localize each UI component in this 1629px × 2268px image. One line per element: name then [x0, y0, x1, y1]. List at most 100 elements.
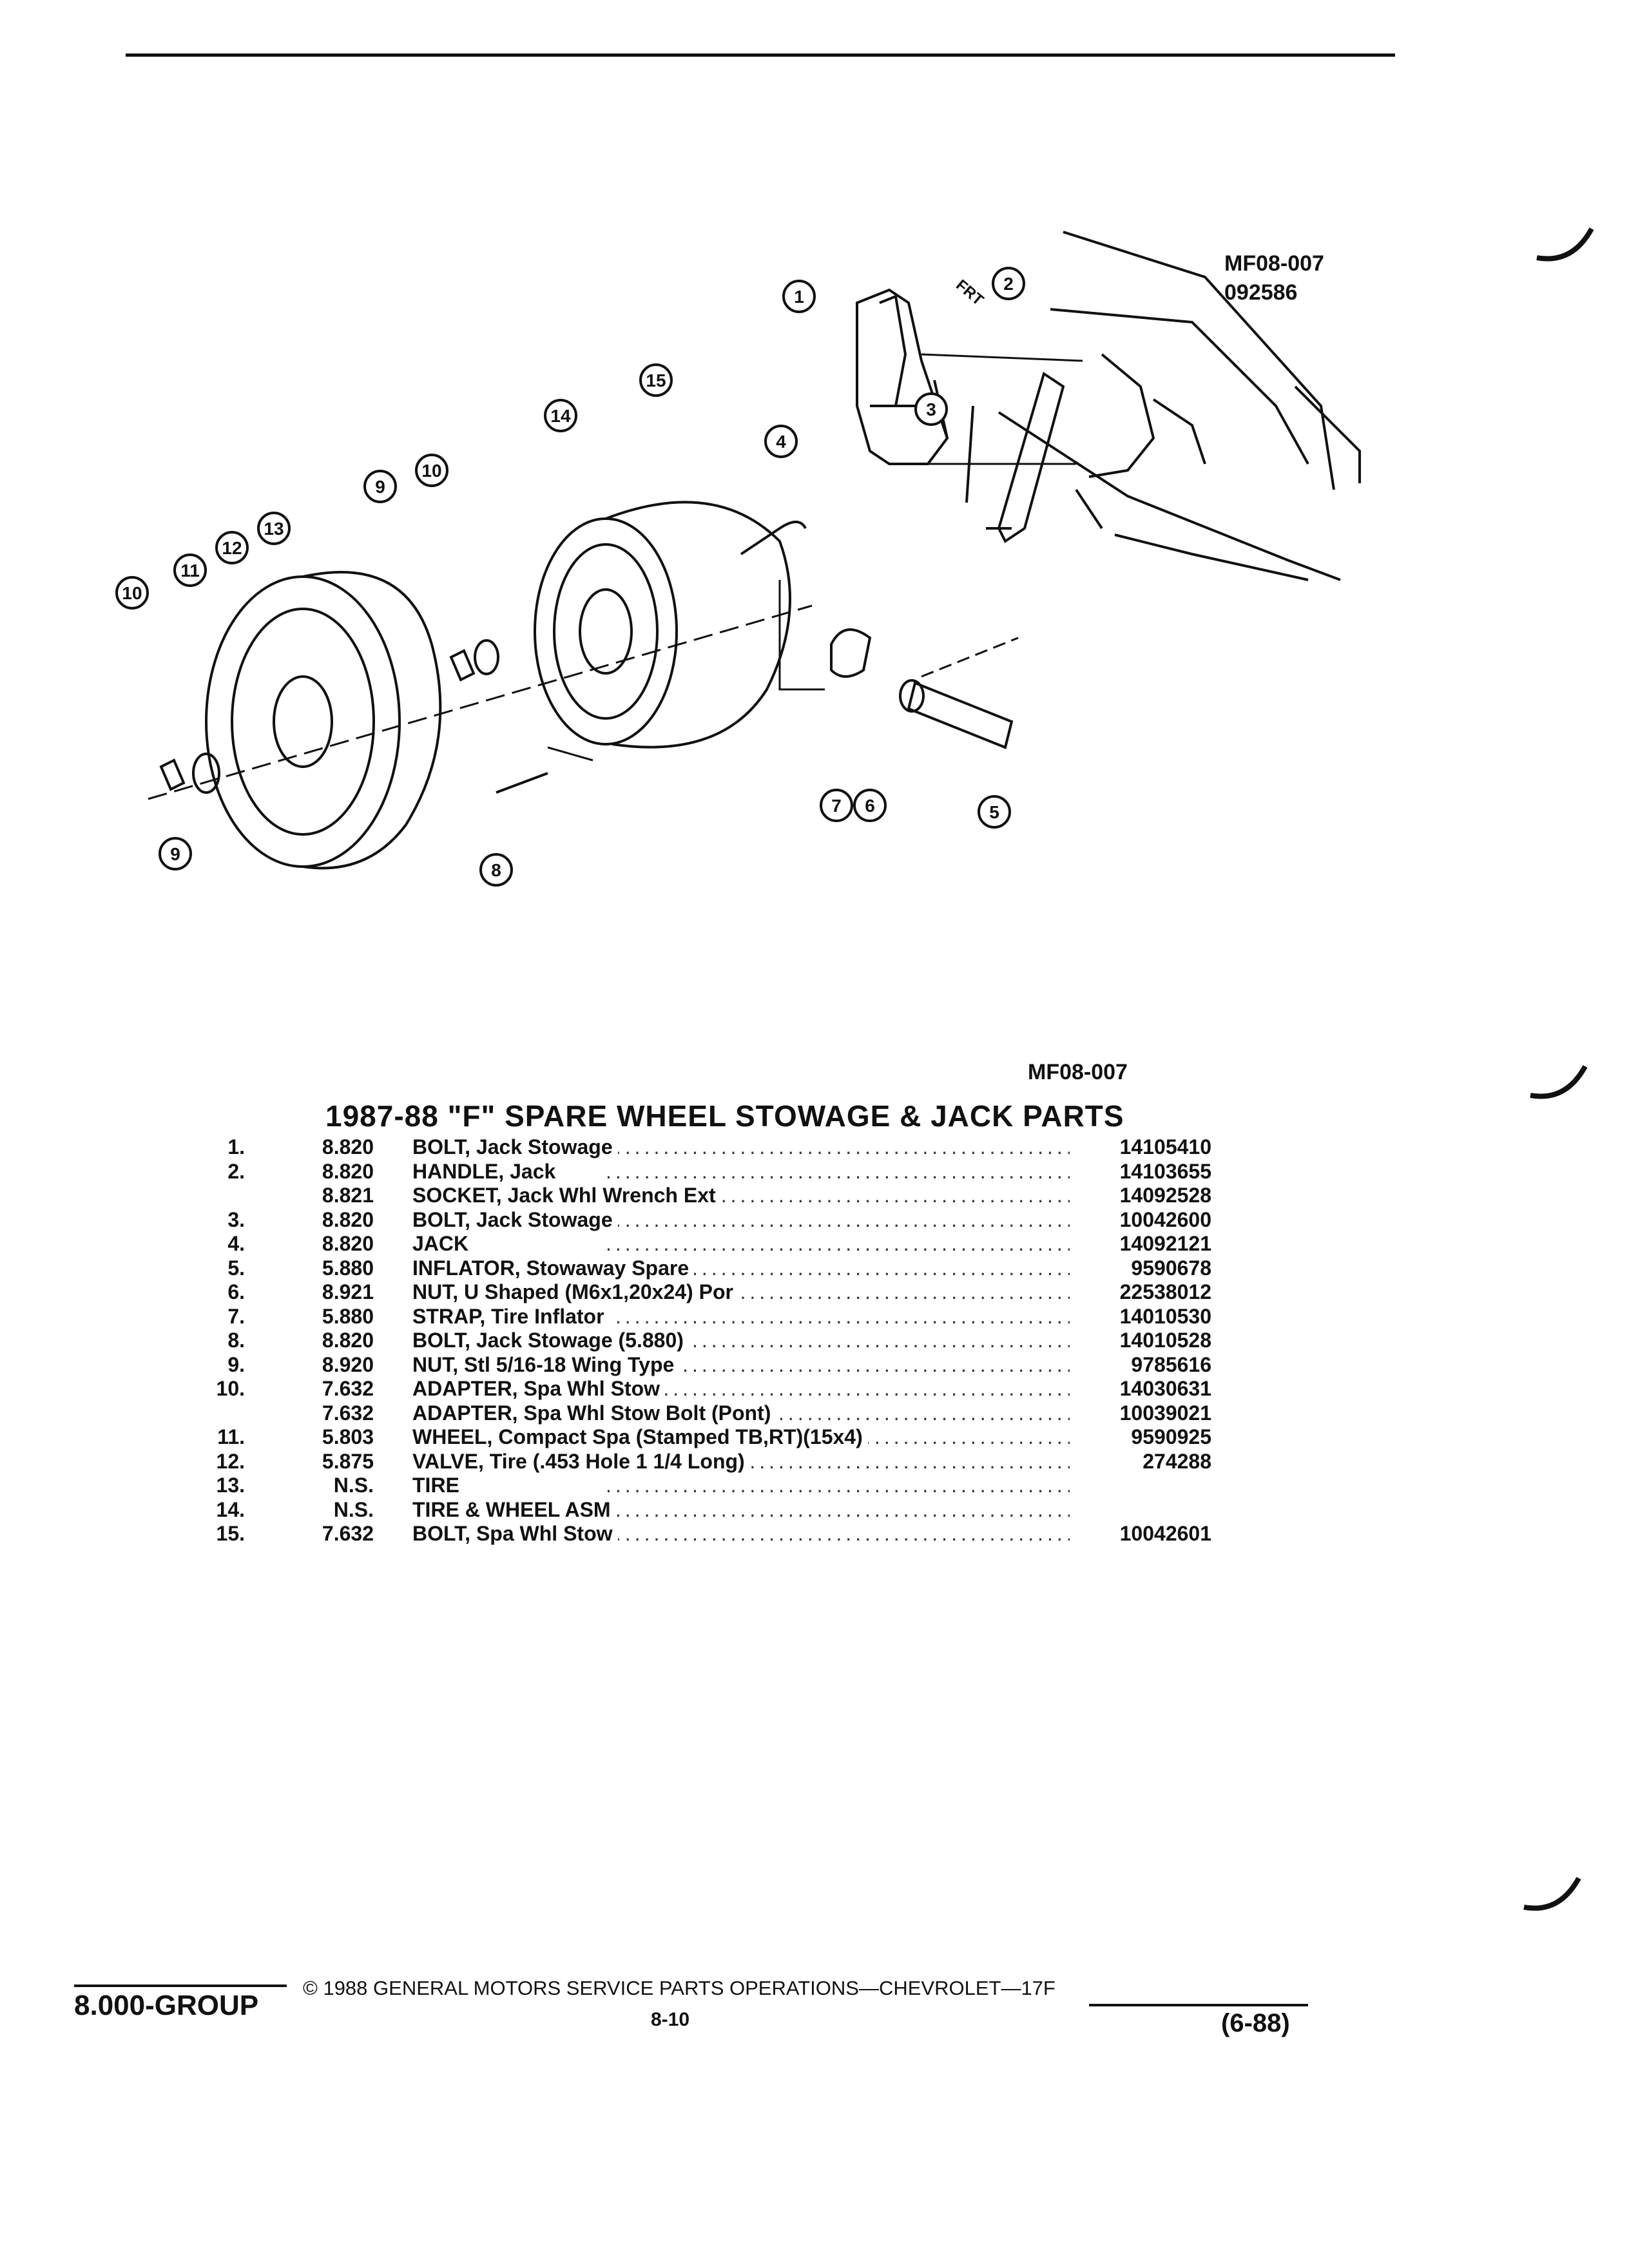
wing-nut-9-lower [159, 758, 186, 791]
part-description: TIRE & WHEEL ASM [412, 1497, 616, 1522]
bolt-8-illustration [496, 772, 548, 794]
callout-8 [479, 853, 513, 887]
binder-hole-mark [1530, 1065, 1588, 1099]
item-number: 8. [227, 1329, 245, 1352]
group-number: 8.820 [322, 1207, 374, 1231]
group-number: N.S. [333, 1474, 374, 1497]
front-direction-label: FRT [952, 276, 987, 309]
parts-table-row: 2.8.820.................................… [193, 1159, 1211, 1184]
parts-table-row: 3. 8.820.................................… [193, 1207, 1211, 1232]
leader-dots: ........................................… [606, 1207, 1070, 1231]
footer-rule-left [74, 1984, 287, 1987]
parts-table-row: 9.8.920.................................… [193, 1352, 1211, 1377]
group-number: N.S. [333, 1497, 374, 1521]
item-number: 12. [216, 1449, 245, 1473]
adapter-10-lower [192, 753, 220, 794]
leader-dots: ........................................… [606, 1159, 1070, 1183]
part-description: NUT, U Shaped (M6x1,20x24) Por [412, 1280, 738, 1305]
group-number: 8.921 [322, 1280, 374, 1303]
group-number: 5.880 [322, 1256, 374, 1280]
part-number: 14092121 [1119, 1232, 1211, 1255]
footer-revision-date: (6-88) [1221, 2009, 1290, 2037]
callout-label: 8 [491, 860, 501, 880]
strap-illustration [830, 628, 872, 678]
callout-9 [363, 470, 397, 503]
parts-table-row: 14.N.S..................................… [193, 1497, 1211, 1522]
item-number: 1. [227, 1135, 245, 1158]
callout-label: 2 [1003, 274, 1014, 294]
top-rule [126, 53, 1395, 57]
item-number: 5. [227, 1256, 245, 1280]
wing-nut-9-upper [449, 649, 476, 682]
group-number: 8.821 [322, 1184, 374, 1207]
exploded-parts-diagram: 1 2 3 4 5 6 7 8 9 10 11 12 13 14 15 9 10… [115, 231, 1361, 887]
leader-dots: ........................................… [606, 1497, 1070, 1521]
callout-11 [173, 553, 207, 587]
footer-copyright: © 1988 GENERAL MOTORS SERVICE PARTS OPER… [303, 1977, 1055, 1999]
callout-9b [159, 837, 192, 870]
callout-label: 1 [794, 287, 804, 307]
table-code: MF08-007 [1028, 1060, 1128, 1084]
group-number: 8.820 [322, 1329, 374, 1352]
leader-dots: ........................................… [606, 1522, 1070, 1545]
item-number: 9. [227, 1352, 245, 1376]
group-number: 7.632 [322, 1522, 374, 1545]
group-number: 8.820 [322, 1135, 374, 1158]
group-number: 8.820 [322, 1159, 374, 1183]
leader-dots: ........................................… [606, 1135, 1070, 1158]
parts-table-row: 7.632...................................… [193, 1401, 1211, 1425]
callout-label: 11 [180, 561, 200, 581]
parts-table-row: 7.5.880.................................… [193, 1304, 1211, 1329]
parts-table-row: 5.5.880.................................… [193, 1256, 1211, 1280]
callout-7 [820, 789, 853, 822]
leader-dots: ........................................… [606, 1304, 1070, 1328]
parts-table-row: 8.821...................................… [193, 1184, 1211, 1208]
part-description: HANDLE, Jack [412, 1159, 561, 1184]
parts-table-row: 10.7.632................................… [193, 1377, 1211, 1401]
callout-label: 10 [421, 461, 441, 481]
callout-label: 10 [122, 583, 142, 603]
part-description: JACK [412, 1232, 474, 1256]
diagram-date-code: 092586 [1224, 280, 1298, 305]
group-number: 7.632 [322, 1377, 374, 1400]
callout-13 [257, 512, 291, 545]
callout-label: 3 [926, 399, 936, 419]
callout-label: 6 [865, 796, 875, 816]
part-description: WHEEL, Compact Spa (Stamped TB,RT)(15x4) [412, 1425, 868, 1450]
part-description: BOLT, Jack Stowage [412, 1207, 618, 1232]
callout-label: 13 [264, 519, 284, 539]
parts-table-row: 4.8.820.................................… [193, 1232, 1211, 1256]
table-title: 1987-88 "F" SPARE WHEEL STOWAGE & JACK P… [325, 1099, 1124, 1133]
callout-4 [764, 425, 798, 458]
callout-label: 12 [222, 538, 242, 558]
compact-spare-wheel-illustration [205, 571, 442, 870]
callout-15 [639, 363, 673, 397]
callout-1 [782, 280, 816, 313]
group-number: 5.875 [322, 1449, 374, 1473]
callout-label: 15 [646, 370, 666, 390]
part-number: 22538012 [1119, 1280, 1211, 1303]
inflator-illustration [899, 679, 1014, 749]
part-description: BOLT, Jack Stowage [412, 1135, 618, 1160]
parts-table-row: 6.8.921.................................… [193, 1280, 1211, 1305]
part-description: VALVE, Tire (.453 Hole 1 1/4 Long) [412, 1449, 750, 1474]
callout-6 [853, 789, 887, 822]
item-number: 3. [227, 1207, 245, 1231]
part-number: 9590925 [1131, 1425, 1211, 1448]
footer-page-number: 8-10 [651, 2009, 690, 2030]
item-number: 4. [227, 1232, 245, 1255]
part-number: 274288 [1142, 1449, 1211, 1473]
group-number: 7.632 [322, 1401, 374, 1425]
item-number: 13. [216, 1474, 245, 1497]
item-number: 11. [217, 1425, 245, 1448]
part-description: STRAP, Tire Inflator [412, 1304, 610, 1329]
callout-label: 9 [170, 844, 180, 864]
part-number: 14092528 [1119, 1184, 1211, 1207]
part-description: SOCKET, Jack Whl Wrench Ext [412, 1184, 721, 1208]
group-number: 5.880 [322, 1304, 374, 1328]
part-number: 14030631 [1119, 1377, 1211, 1400]
part-description: ADAPTER, Spa Whl Stow Bolt (Pont) [412, 1401, 776, 1425]
part-description: BOLT, Spa Whl Stow [412, 1522, 618, 1546]
part-description: BOLT, Jack Stowage (5.880) [412, 1329, 689, 1353]
part-number: 10042600 [1119, 1207, 1211, 1231]
